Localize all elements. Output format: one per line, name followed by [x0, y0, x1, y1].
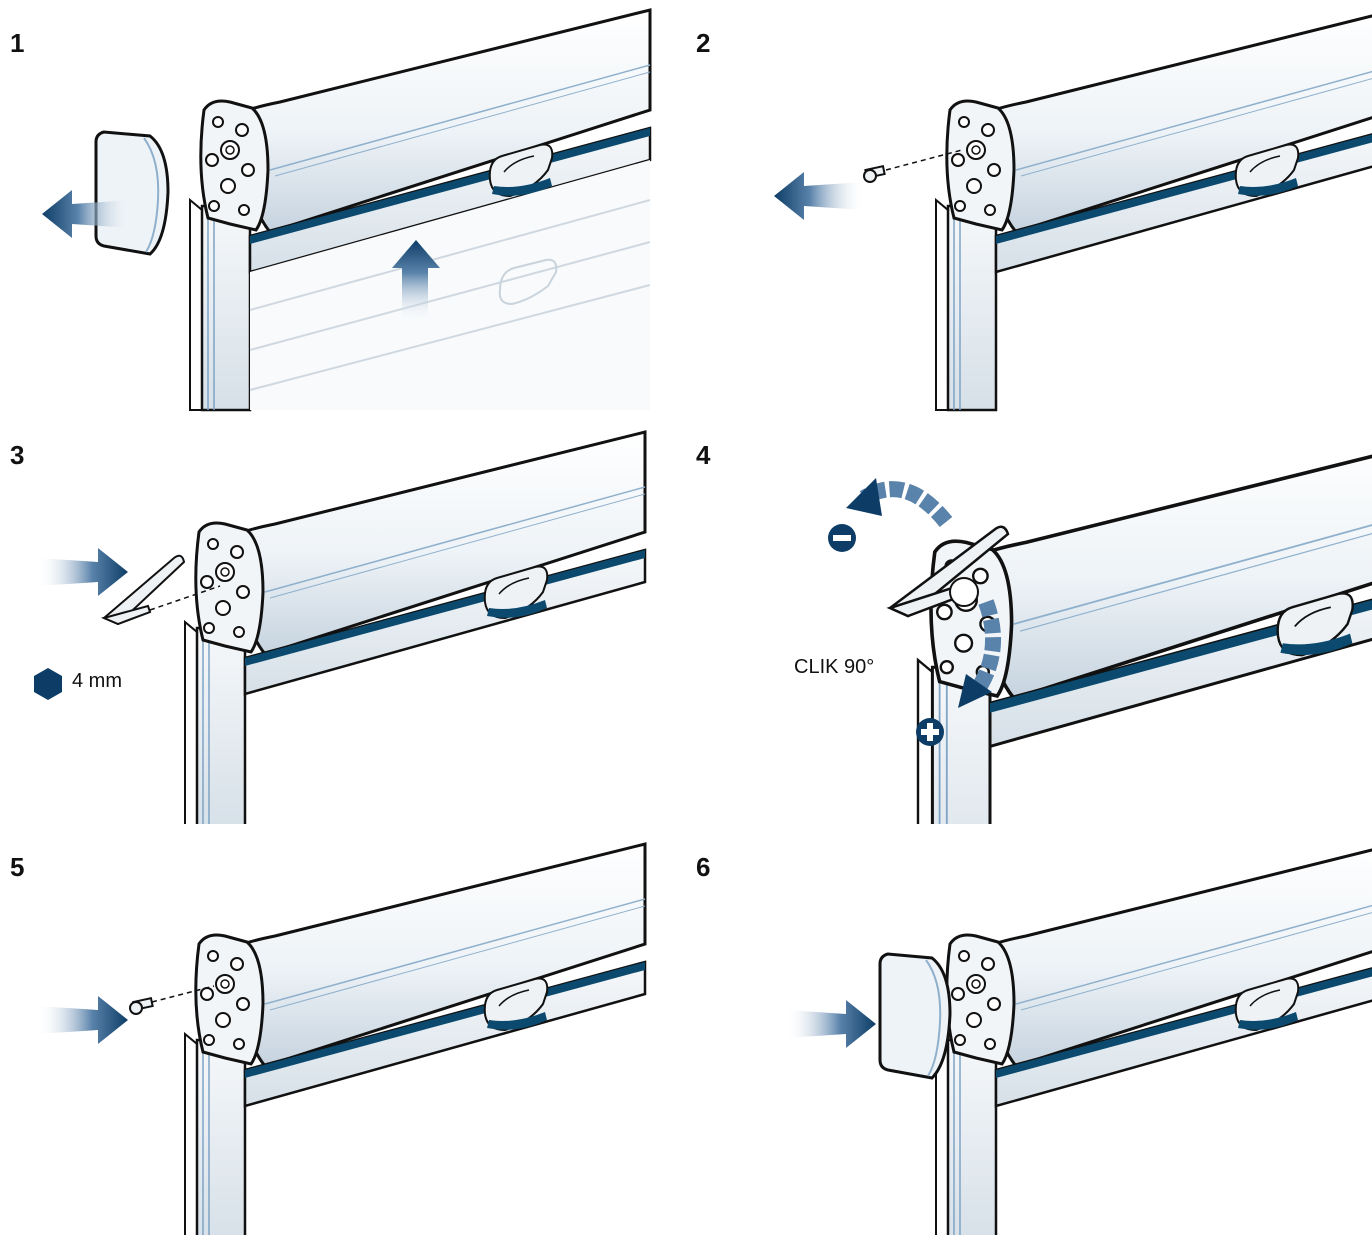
rotate-clockwise-arrow-icon	[958, 599, 1002, 708]
screw-icon	[129, 997, 154, 1015]
hex-key-icon	[100, 554, 186, 626]
step-3-panel: 3 4 mm	[0, 412, 686, 824]
arrow-right-icon	[786, 1000, 876, 1048]
step-number: 1	[10, 28, 25, 58]
arrow-left-icon	[774, 172, 864, 220]
step-6-panel: 6	[686, 824, 1372, 1236]
end-cap	[94, 130, 170, 256]
hex-size-label: 4 mm	[72, 670, 122, 692]
step-5-illustration	[38, 842, 647, 1235]
step-number: 3	[10, 440, 25, 470]
step-3-illustration	[34, 430, 647, 824]
rotate-counterclockwise-arrow-icon	[846, 478, 953, 528]
step-1-illustration	[42, 8, 652, 412]
step-number: 6	[696, 852, 711, 882]
end-cap	[878, 952, 952, 1080]
arrow-right-icon	[38, 996, 128, 1044]
step-number: 4	[696, 440, 711, 470]
screw-icon	[863, 165, 886, 183]
step-6-illustration	[786, 842, 1372, 1235]
step-5-panel: 5	[0, 824, 686, 1236]
arrow-right-icon	[38, 548, 128, 596]
step-1-panel: 1	[0, 0, 686, 412]
plus-circle-icon	[916, 718, 944, 746]
up-arrow-icon	[392, 240, 440, 322]
click-label: CLIK 90°	[794, 656, 875, 678]
step-4-illustration	[828, 430, 1372, 824]
hexagon-key-icon	[34, 668, 62, 700]
step-number: 2	[696, 28, 711, 58]
hex-key-icon	[886, 525, 1010, 618]
step-2-illustration	[774, 8, 1372, 412]
step-2-panel: 2	[686, 0, 1372, 412]
step-number: 5	[10, 852, 25, 882]
minus-circle-icon	[828, 524, 856, 552]
step-4-panel: 4 CLIK 90°	[686, 412, 1372, 824]
